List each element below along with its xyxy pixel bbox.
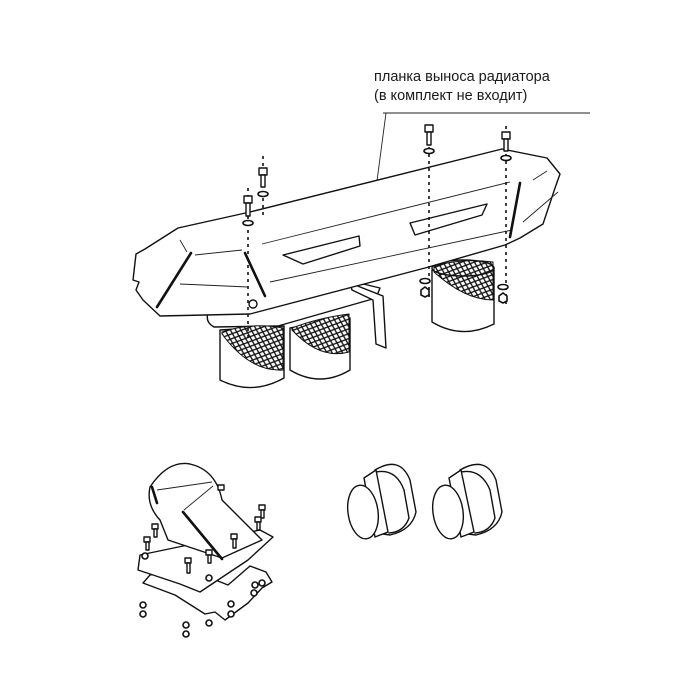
- reducer-coupling-right: [431, 463, 503, 540]
- mesh-cylinder-right: [431, 259, 495, 333]
- mesh-cylinder-middle: [289, 313, 351, 380]
- scoop-bolts: [143, 484, 266, 574]
- callout-line-1: планка выноса радиатора: [374, 69, 550, 85]
- scoop-nuts: [139, 552, 266, 638]
- base-plate: [206, 281, 387, 349]
- mesh-cylinder-left: [219, 325, 285, 389]
- mounting-bolts: [242, 124, 512, 340]
- radiator-bracket: [132, 148, 561, 317]
- air-scoop-assembly: [137, 462, 274, 638]
- reducer-coupling-left: [346, 463, 417, 540]
- callout-line-2: (в комплект не входит): [374, 88, 528, 104]
- callout-label: планка выноса радиатора (в комплект не в…: [374, 68, 550, 106]
